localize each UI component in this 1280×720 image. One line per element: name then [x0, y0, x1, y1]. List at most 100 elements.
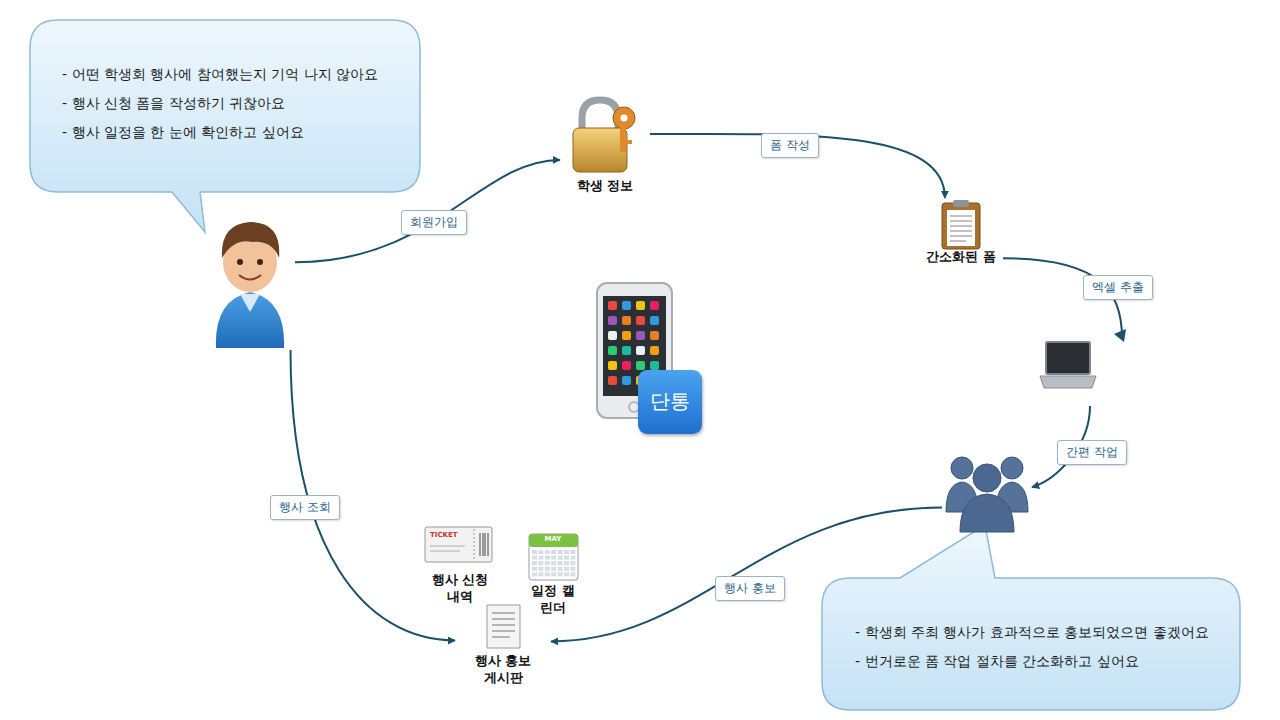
calendar-cell — [570, 550, 575, 554]
app-dot — [622, 346, 631, 355]
app-dot — [650, 346, 659, 355]
node-label: 행사 신청 내역 — [428, 572, 492, 606]
calendar-cell — [570, 556, 575, 560]
calendar-cell — [551, 567, 556, 571]
app-dot — [608, 331, 617, 340]
calendar-cell — [545, 556, 550, 560]
drawing-part — [950, 235, 972, 236]
app-dot — [650, 361, 659, 370]
edge-label: 행사 홍보 — [715, 576, 785, 601]
calendar-cell — [551, 556, 556, 560]
node-label: 간소화된 폼 — [921, 249, 1001, 266]
app-dot — [650, 316, 659, 325]
drawing-part — [973, 464, 1001, 492]
node-label: 학생 정보 — [562, 178, 648, 195]
node-label: 일정 캘린더 — [531, 583, 575, 617]
calendar-cell — [564, 572, 569, 576]
drawing-part — [1001, 457, 1023, 479]
speech-bubble — [30, 20, 420, 232]
calendar-cell — [570, 561, 575, 565]
node-label: 행사 홍보 게시판 — [471, 653, 535, 687]
calendar-icon — [529, 534, 578, 580]
drawing-part — [950, 225, 972, 226]
drawing-part — [942, 203, 980, 249]
user-node: - 어떤 학생회 행사에 참여했는지 기억 나지 않아요- 행사 신청 폼을 작… — [205, 215, 295, 350]
drawing-part — [430, 546, 465, 551]
app-dot — [622, 331, 631, 340]
drawing-part — [216, 292, 284, 348]
drawing-part — [953, 200, 969, 207]
edge-label: 회원가입 — [401, 210, 467, 235]
drawing-part — [240, 294, 260, 312]
laptop-icon — [1040, 342, 1096, 388]
calendar-cell — [551, 561, 556, 565]
calendar-cell — [532, 550, 537, 554]
drawing-part — [222, 222, 279, 258]
drawing-part — [480, 533, 488, 556]
drawing-part — [492, 624, 515, 625]
drawing-part — [488, 533, 489, 556]
calendar-cell — [558, 561, 563, 565]
drawing-part — [532, 550, 575, 576]
drawing-part — [1046, 342, 1090, 374]
drawing-part — [951, 457, 973, 479]
app-dot — [636, 316, 645, 325]
calendar-cell — [551, 572, 556, 576]
speech-bubble — [822, 525, 1240, 710]
calendar-cell — [538, 561, 543, 565]
group-node: - 학생회 주최 행사가 효과적으로 홍보되었으면 좋겠어요- 번거로운 폼 작… — [942, 452, 1032, 536]
callout-text: - 번거로운 폼 작업 절차를 간소화하고 싶어요 — [855, 653, 1139, 671]
calendar-cell — [558, 572, 563, 576]
app-icon-node: 단통 — [638, 370, 702, 434]
drawing-part — [626, 140, 632, 144]
callout-text: - 행사 신청 폼을 작성하기 귀찮아요 — [62, 95, 285, 113]
calendar-cell — [564, 567, 569, 571]
node-label: 단통 — [640, 388, 700, 415]
calendar-cell — [558, 550, 563, 554]
app-dot — [622, 301, 631, 310]
calendar-cell — [570, 567, 575, 571]
calendar-cell — [545, 567, 550, 571]
app-dot — [636, 361, 645, 370]
icon-node: 행사 홍보 게시판 — [455, 600, 551, 692]
drawing-part — [613, 107, 635, 129]
app-dot — [622, 361, 631, 370]
drawing-part — [483, 533, 484, 556]
drawing-part — [947, 210, 975, 246]
drawing-part — [573, 128, 627, 172]
calendar-cell — [532, 561, 537, 565]
callout-text: - 학생회 주최 행사가 효과적으로 홍보되었으면 좋겠어요 — [855, 624, 1209, 642]
arrowhead — [1114, 329, 1126, 342]
drawing-part — [480, 533, 481, 556]
app-dot — [608, 346, 617, 355]
drawing-part — [492, 636, 510, 637]
calendar-cell — [545, 561, 550, 565]
drawing-part — [1040, 376, 1096, 388]
drawing-part — [239, 275, 261, 280]
app-dot — [608, 361, 617, 370]
calendar-cell — [564, 556, 569, 560]
clipboard-icon — [942, 200, 980, 249]
drawing-part — [237, 259, 243, 265]
drawing-part — [485, 533, 486, 556]
group-icon — [946, 457, 1028, 532]
calendar-cell — [545, 572, 550, 576]
calendar-cell — [532, 572, 537, 576]
edge-label: 엑셀 추출 — [1083, 275, 1153, 300]
app-dot — [608, 301, 617, 310]
edge-label: 행사 조회 — [270, 495, 340, 520]
ticket-icon — [425, 527, 492, 562]
calendar-cell — [538, 556, 543, 560]
app-dot — [636, 301, 645, 310]
icon-node: 학생 정보 — [560, 98, 650, 198]
drawing-part — [582, 100, 618, 130]
lock-icon — [573, 100, 635, 172]
icon-node: 일정 캘린더 — [522, 530, 586, 620]
drawing-part — [492, 618, 515, 619]
edge-label: 간편 작업 — [1057, 440, 1127, 465]
drawing-part — [621, 115, 628, 122]
drawing-part — [487, 605, 520, 648]
drawing-part — [257, 259, 263, 265]
calendar-cell — [538, 550, 543, 554]
